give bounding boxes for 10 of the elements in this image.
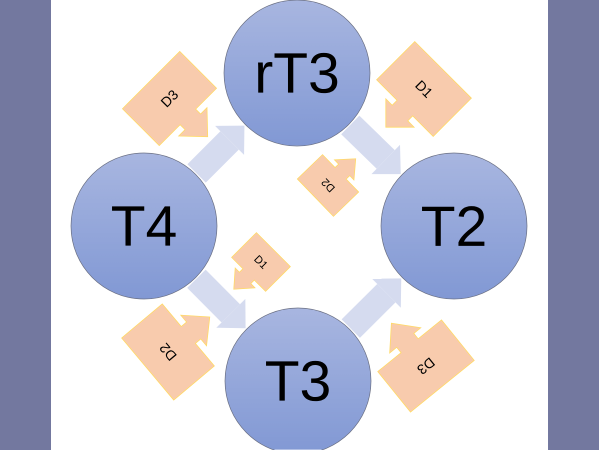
arrow-callout: D1 bbox=[376, 41, 472, 137]
block-arrow bbox=[342, 278, 402, 338]
circle-node: rT3 bbox=[224, 0, 370, 146]
arrow-callout: D2 bbox=[296, 154, 360, 217]
circle-node: T2 bbox=[380, 152, 528, 300]
block-arrow bbox=[341, 116, 401, 174]
block-arrow bbox=[187, 126, 244, 183]
block-arrow bbox=[187, 270, 246, 328]
arrow-callout: D1 bbox=[231, 232, 291, 292]
circle-node: T4 bbox=[70, 152, 218, 300]
